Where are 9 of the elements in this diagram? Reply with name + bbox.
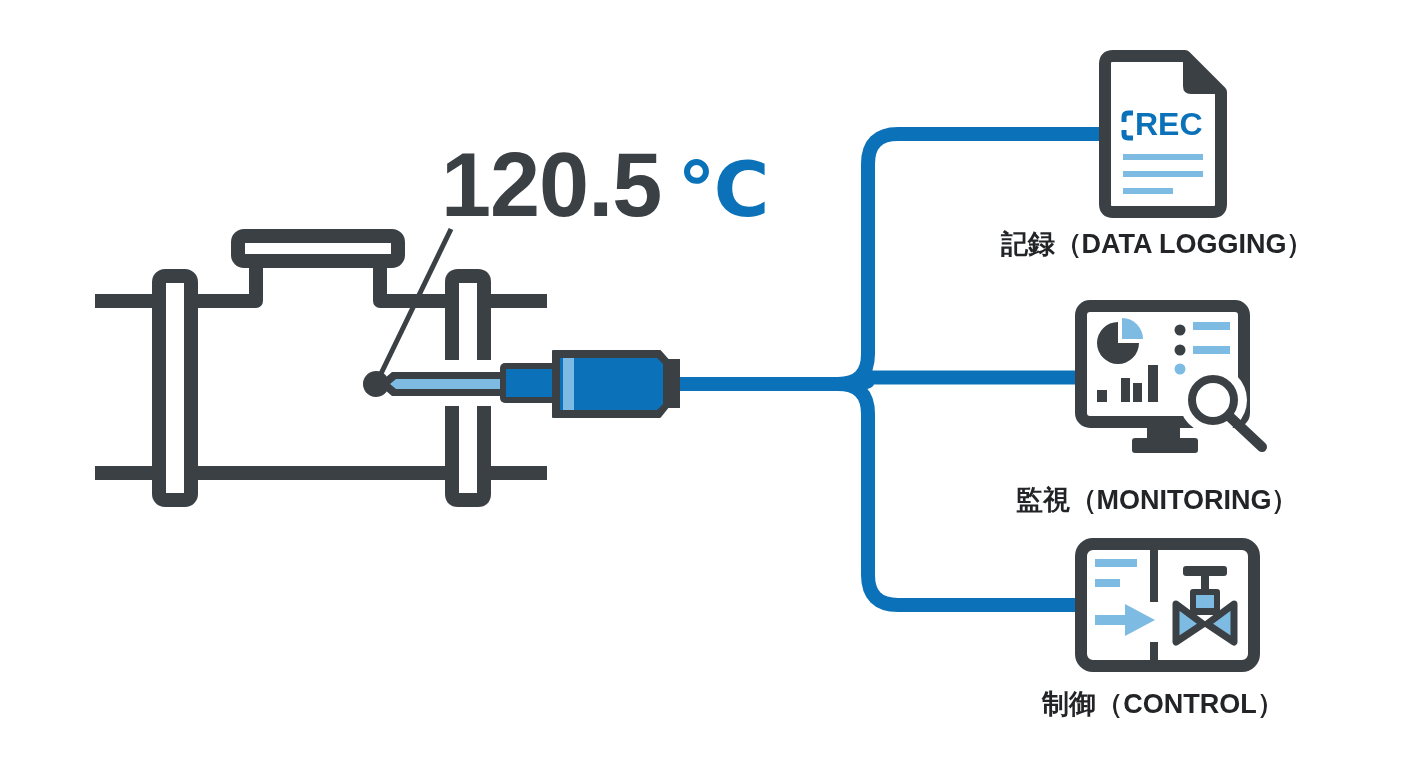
icon-caption: 監視（MONITORING） xyxy=(1015,484,1299,516)
valve-panel-icon xyxy=(1075,538,1260,672)
icon-caption: 制御（CONTROL） xyxy=(1042,688,1284,720)
leader-line xyxy=(363,227,454,397)
monitor-dashboard-icon xyxy=(1075,300,1270,455)
icon-caption: 記録（DATA LOGGING） xyxy=(1000,228,1314,260)
unit-symbol: ℃ xyxy=(677,146,770,234)
temperature-reading: 120.5 xyxy=(441,141,662,229)
rec-label: REC xyxy=(1135,108,1203,140)
